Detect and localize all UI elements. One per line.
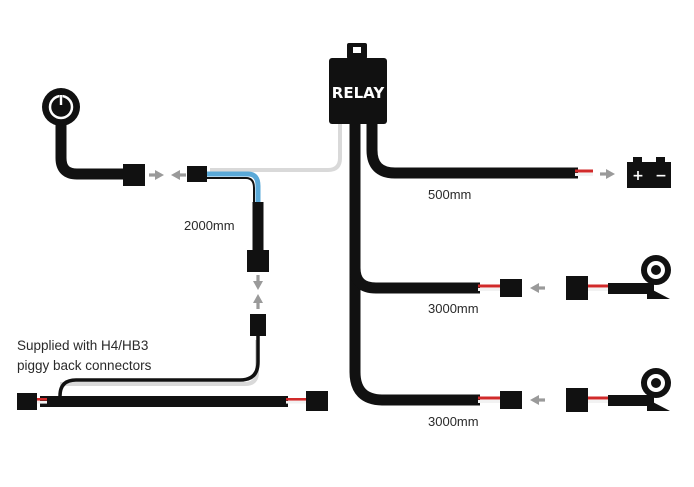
white-wire [478, 400, 502, 403]
grey-trace-relay-to-switch [210, 120, 342, 172]
red-wire [478, 396, 502, 400]
light-harness-connector-upper[interactable] [500, 279, 522, 297]
white-wire [478, 288, 502, 291]
light-connector-upper[interactable] [566, 276, 588, 300]
piggyback-note-line1: Supplied with H4/HB3 [17, 338, 149, 353]
white-wire [588, 400, 610, 403]
piggyback-left-connector[interactable] [17, 393, 37, 410]
arrow-icon [530, 283, 545, 293]
arrow-icon [149, 170, 164, 180]
arrow-icon [253, 275, 263, 290]
arrow-icon [171, 170, 186, 180]
white-wire [575, 173, 593, 176]
white-wire [37, 401, 47, 404]
light-cable-lower-length-label: 3000mm [428, 414, 479, 429]
battery-plus-sign: + [632, 168, 644, 184]
battery-icon: + − [627, 157, 671, 188]
red-wire [588, 396, 610, 400]
relay-to-battery-cable [366, 118, 578, 179]
lower-harness-cable [58, 336, 260, 404]
white-wire [588, 288, 610, 291]
power-switch-icon[interactable] [42, 88, 80, 126]
light-cable-short-upper [608, 283, 654, 294]
switch-connector[interactable] [123, 164, 145, 186]
piggyback-cable [40, 396, 288, 407]
white-wire [286, 401, 308, 404]
battery-cable-length-label: 500mm [428, 187, 472, 202]
arrow-icon [600, 169, 615, 179]
spotlight-icon [641, 368, 671, 411]
piggyback-note-line2: piggy back connectors [17, 358, 152, 373]
switch-harness-lower-connector[interactable] [247, 250, 269, 272]
light-connector-lower[interactable] [566, 388, 588, 412]
red-wire [575, 169, 593, 173]
light-cable-upper [349, 267, 480, 294]
relay-label: RELAY [332, 84, 386, 102]
light-harness-connector-lower[interactable] [500, 391, 522, 409]
piggyback-right-connector[interactable] [306, 391, 328, 411]
blue-wire [206, 171, 261, 202]
red-wire [478, 284, 502, 288]
red-wire [286, 398, 308, 401]
light-cable-lower [349, 371, 480, 406]
battery-minus-sign: − [655, 168, 667, 184]
spotlight-icon [641, 255, 671, 299]
black-wire-beside-blue [206, 177, 255, 202]
light-cable-short-lower [608, 395, 654, 406]
switch-cable [55, 112, 134, 180]
red-wire [37, 398, 47, 401]
light-cable-upper-length-label: 3000mm [428, 301, 479, 316]
arrow-icon [530, 395, 545, 405]
piggyback-note: Supplied with H4/HB3 piggy back connecto… [17, 336, 151, 376]
switch-cable-length-label: 2000mm [184, 218, 235, 233]
red-wire [588, 284, 610, 288]
relay-box[interactable]: RELAY [329, 43, 387, 124]
switch-harness-connector[interactable] [187, 166, 207, 182]
arrow-icon [253, 294, 263, 309]
lower-harness-connector[interactable] [250, 314, 266, 336]
